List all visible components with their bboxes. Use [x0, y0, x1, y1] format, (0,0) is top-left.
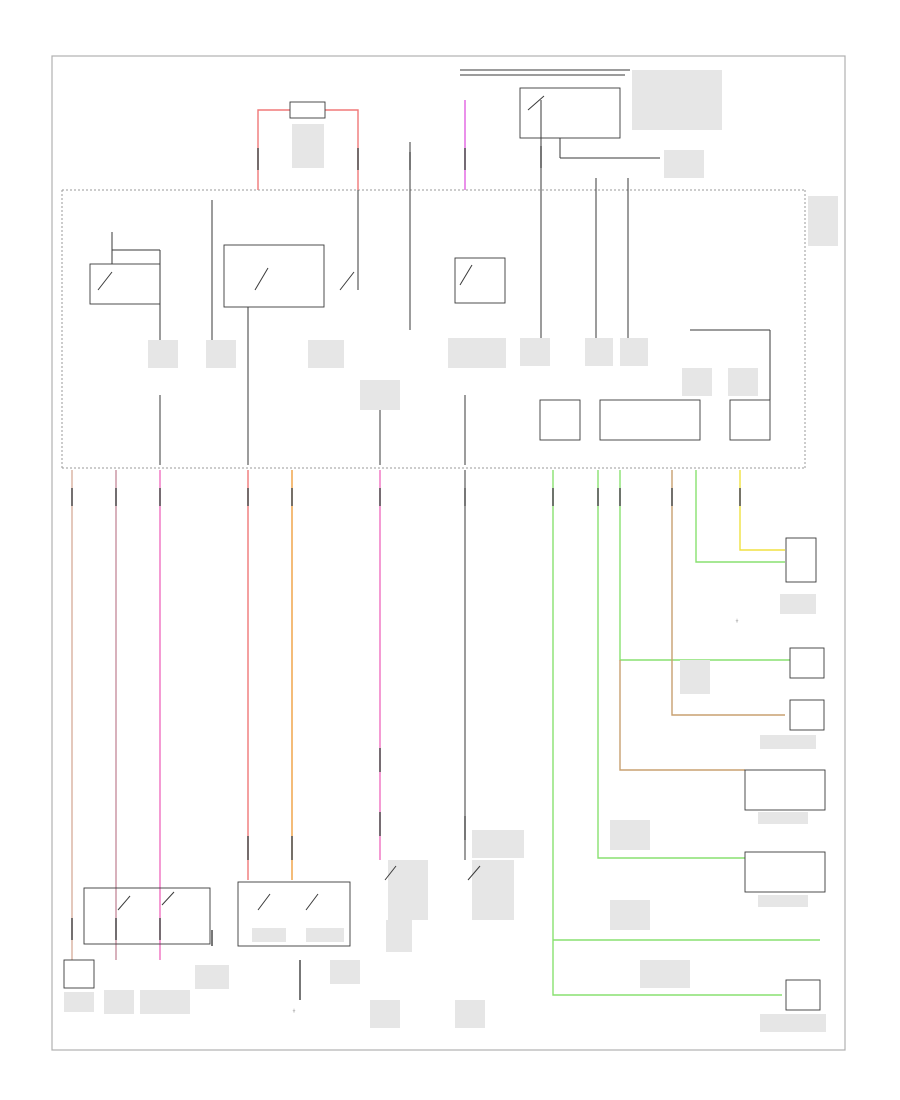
component-label-block	[104, 990, 134, 1014]
component-label-block	[780, 594, 816, 614]
internal-label-block	[728, 368, 758, 396]
component-label-block	[252, 928, 286, 942]
top-relay-box	[289, 101, 326, 119]
green-wire	[552, 470, 782, 996]
component-label-block	[760, 1014, 826, 1032]
internal-label-block	[448, 338, 506, 368]
switch-icon	[384, 865, 397, 881]
component-label-block	[64, 992, 94, 1012]
lamp-icon	[785, 979, 821, 1011]
tan-wire	[619, 660, 745, 771]
switch-icon	[97, 271, 113, 291]
internal-label-block	[682, 368, 712, 396]
component-label-block	[140, 990, 190, 1014]
switch-icon	[339, 271, 355, 291]
middle-internal-relay	[223, 244, 325, 308]
harness-connectors	[71, 488, 741, 1000]
switch-icon	[117, 895, 131, 911]
relay-label-block	[664, 150, 704, 178]
switch-icon	[254, 267, 269, 291]
left-lamp-box	[63, 959, 95, 989]
internal-label-block	[206, 340, 236, 368]
tan-wire	[671, 470, 785, 716]
internal-label-block	[148, 340, 178, 368]
component-label-block	[472, 830, 524, 858]
bottom-left-components: ⏚	[63, 830, 524, 1028]
left-internal-relay	[89, 263, 161, 305]
component-label-block	[306, 928, 344, 942]
module-label-block	[808, 196, 838, 246]
right-side-lamps: ⏚	[610, 537, 826, 1032]
lamp-driver-box-b	[599, 399, 701, 441]
internal-label-block	[585, 338, 613, 366]
module-internal-circuits	[89, 190, 771, 465]
component-label-block	[610, 820, 650, 850]
lamp-driver-box-a	[539, 399, 581, 441]
internal-label-block	[520, 338, 550, 366]
component-label-block	[330, 960, 360, 984]
component-label-block	[640, 960, 690, 988]
top-right-relay-box	[519, 87, 621, 139]
ground-icon: ⏚	[292, 1007, 296, 1013]
top-right-lamp-box	[785, 537, 817, 583]
output-wires	[71, 470, 820, 996]
switch-icon	[161, 891, 175, 906]
component-label-block	[370, 1000, 400, 1028]
component-label-block	[195, 965, 229, 989]
right-brake-switch-block	[472, 860, 514, 920]
switch-icon	[527, 95, 545, 111]
component-label-block	[455, 1000, 485, 1028]
green-wire	[619, 470, 790, 661]
internal-label-block	[360, 380, 400, 410]
yellow-wire	[739, 470, 785, 551]
lamp-icon	[789, 699, 825, 731]
green-wire	[695, 470, 785, 563]
switch-assembly-box	[83, 887, 211, 945]
diagram-frame	[51, 55, 846, 1051]
left-brake-switch-block	[388, 860, 428, 920]
lamp-driver-box-c	[729, 399, 771, 441]
internal-label-block	[308, 340, 344, 368]
internal-label-block	[620, 338, 648, 366]
switch-icon	[257, 893, 271, 911]
green-wire	[597, 470, 745, 859]
top-fuse-relay-section	[257, 69, 838, 246]
switch-icon	[305, 893, 319, 911]
relay-label-block	[292, 124, 324, 168]
component-label-block	[386, 920, 412, 952]
component-label-block	[758, 895, 808, 907]
headlamp-box-left	[744, 769, 826, 811]
switch-icon	[467, 865, 481, 881]
component-label-block	[680, 660, 710, 694]
component-label-block	[758, 812, 808, 824]
center-switch-box	[237, 881, 351, 947]
component-label-block	[760, 735, 816, 749]
lamp-icon	[789, 647, 825, 679]
headlamp-box-right	[744, 851, 826, 893]
right-internal-relay	[454, 257, 506, 304]
switch-icon	[459, 264, 473, 286]
relay-label-block	[632, 70, 722, 130]
ground-icon: ⏚	[735, 617, 739, 623]
component-label-block	[610, 900, 650, 930]
